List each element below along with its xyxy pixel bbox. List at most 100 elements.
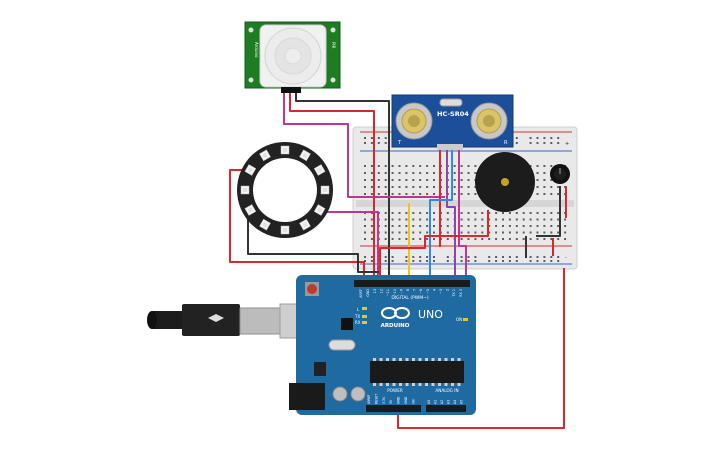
bb-hole xyxy=(419,231,422,234)
bb-hole xyxy=(446,218,449,221)
rail-minus-label: - xyxy=(565,255,567,261)
bb-hole xyxy=(536,165,539,167)
bb-hole xyxy=(384,218,387,221)
bb-hole xyxy=(405,172,408,174)
bb-hole xyxy=(536,238,539,240)
crystal-oscillator xyxy=(328,339,356,351)
bb-hole xyxy=(398,212,401,214)
rail-hole xyxy=(557,142,560,144)
chip-leg xyxy=(431,358,435,361)
rail-hole xyxy=(384,142,387,144)
chip-leg xyxy=(425,383,428,386)
bb-hole xyxy=(522,225,525,227)
bb-hole xyxy=(474,172,477,174)
dc-jack-icon xyxy=(289,383,325,410)
bb-hole xyxy=(515,238,518,240)
rail-hole xyxy=(405,256,408,258)
digital-pin-label: 12 xyxy=(380,289,384,293)
bb-hole xyxy=(405,218,408,221)
buzzer[interactable] xyxy=(475,152,535,212)
bb-hole xyxy=(488,218,491,221)
rail-hole xyxy=(536,142,539,144)
bb-hole xyxy=(557,218,560,221)
bb-hole xyxy=(502,238,504,240)
bb-hole xyxy=(426,186,429,188)
digital-pin-label: ~3 xyxy=(439,289,443,294)
power-pin-label: 3.3V xyxy=(382,396,386,404)
rail-hole xyxy=(364,256,366,258)
bb-hole xyxy=(391,218,394,221)
rail-hole xyxy=(377,142,380,144)
bb-hole xyxy=(474,165,477,167)
bb-hole xyxy=(419,179,422,181)
rail-hole xyxy=(364,142,366,144)
bb-hole xyxy=(384,193,387,195)
digital-pin-label: TX 1 xyxy=(452,289,456,298)
bb-hole xyxy=(398,165,401,167)
ultrasonic-sensor[interactable]: HC-SR04 T R xyxy=(391,94,514,150)
pir-mount-hole xyxy=(330,27,336,33)
bb-hole xyxy=(364,218,366,221)
sonar-model-label: HC-SR04 xyxy=(437,110,469,118)
analog-pin-label: A3 xyxy=(447,400,451,404)
bb-hole xyxy=(370,172,373,174)
chip-leg xyxy=(405,358,409,361)
bb-hole xyxy=(488,231,491,234)
capacitor-2 xyxy=(350,386,366,402)
analog-pin-label: A5 xyxy=(460,400,464,404)
bb-hole xyxy=(391,165,394,167)
pir-sensor[interactable]: Arduino PIR xyxy=(244,21,341,93)
chip-leg xyxy=(373,383,376,386)
wire-buzzer xyxy=(379,210,489,282)
sonar-mark-r: R xyxy=(504,140,508,146)
rail-hole xyxy=(488,260,491,262)
rail-hole xyxy=(391,260,394,262)
bb-hole xyxy=(419,193,422,195)
bb-hole xyxy=(426,225,429,227)
bb-hole xyxy=(364,179,366,181)
rail-hole xyxy=(419,256,422,258)
neopixel-ring[interactable] xyxy=(237,142,333,238)
rail-hole xyxy=(370,137,373,139)
bb-hole xyxy=(377,165,380,167)
reset-button-icon[interactable] xyxy=(307,284,317,294)
bb-hole xyxy=(391,179,394,181)
bb-hole xyxy=(508,238,511,240)
wire-pir-out xyxy=(283,92,445,198)
bb-hole xyxy=(502,212,504,214)
bb-hole xyxy=(467,186,470,188)
bb-hole xyxy=(453,193,456,195)
potentiometer[interactable] xyxy=(550,164,570,184)
bb-hole xyxy=(391,238,394,240)
bb-hole xyxy=(405,238,408,240)
pir-mount-hole xyxy=(248,77,254,83)
aref-pin-label: AREF xyxy=(359,289,363,298)
bb-hole xyxy=(398,225,401,227)
bb-hole xyxy=(433,186,435,188)
bb-hole xyxy=(467,165,470,167)
bb-hole xyxy=(433,179,435,181)
bb-hole xyxy=(550,218,553,221)
bb-hole xyxy=(391,186,394,188)
analog-header xyxy=(426,405,466,412)
rail-hole xyxy=(391,256,394,258)
bb-hole xyxy=(370,218,373,221)
bb-hole xyxy=(398,231,401,234)
bb-hole xyxy=(370,238,373,240)
bb-hole xyxy=(384,165,387,167)
bb-hole xyxy=(460,179,463,181)
bb-hole xyxy=(426,218,429,221)
voltage-regulator xyxy=(314,362,326,376)
bb-hole xyxy=(370,179,373,181)
bb-hole xyxy=(433,218,435,221)
neopixel-led-icon xyxy=(259,149,271,162)
rail-hole xyxy=(529,256,532,258)
led-tx-label: TX xyxy=(354,314,360,319)
model-label: UNO xyxy=(418,308,443,321)
bb-hole xyxy=(398,186,401,188)
analog-pin-label: A2 xyxy=(440,400,444,404)
chip-leg xyxy=(405,383,409,386)
neopixel-led-icon xyxy=(280,145,290,155)
